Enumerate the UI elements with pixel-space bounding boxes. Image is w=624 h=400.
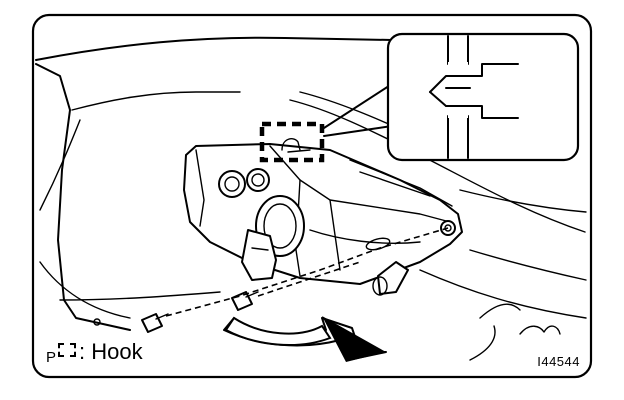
hand-icon <box>469 303 561 361</box>
legend-separator: : <box>79 339 86 364</box>
legend-prefix: P <box>46 349 57 366</box>
legend: P: Hook <box>46 340 143 370</box>
figure-id: I44544 <box>537 354 580 369</box>
hook-location-marker <box>259 121 325 163</box>
dashed-box-icon <box>58 343 77 358</box>
bolt-icon <box>141 313 169 333</box>
callout-leader <box>323 125 393 137</box>
hook-detail-callout <box>386 32 580 162</box>
vehicle-body-outline <box>35 36 587 331</box>
legend-text: Hook <box>91 339 143 364</box>
callout-leader <box>323 83 393 129</box>
alignment-dashed-lines <box>165 227 449 317</box>
headlamp-assembly <box>183 143 463 296</box>
removal-arrow-icon <box>223 316 387 362</box>
